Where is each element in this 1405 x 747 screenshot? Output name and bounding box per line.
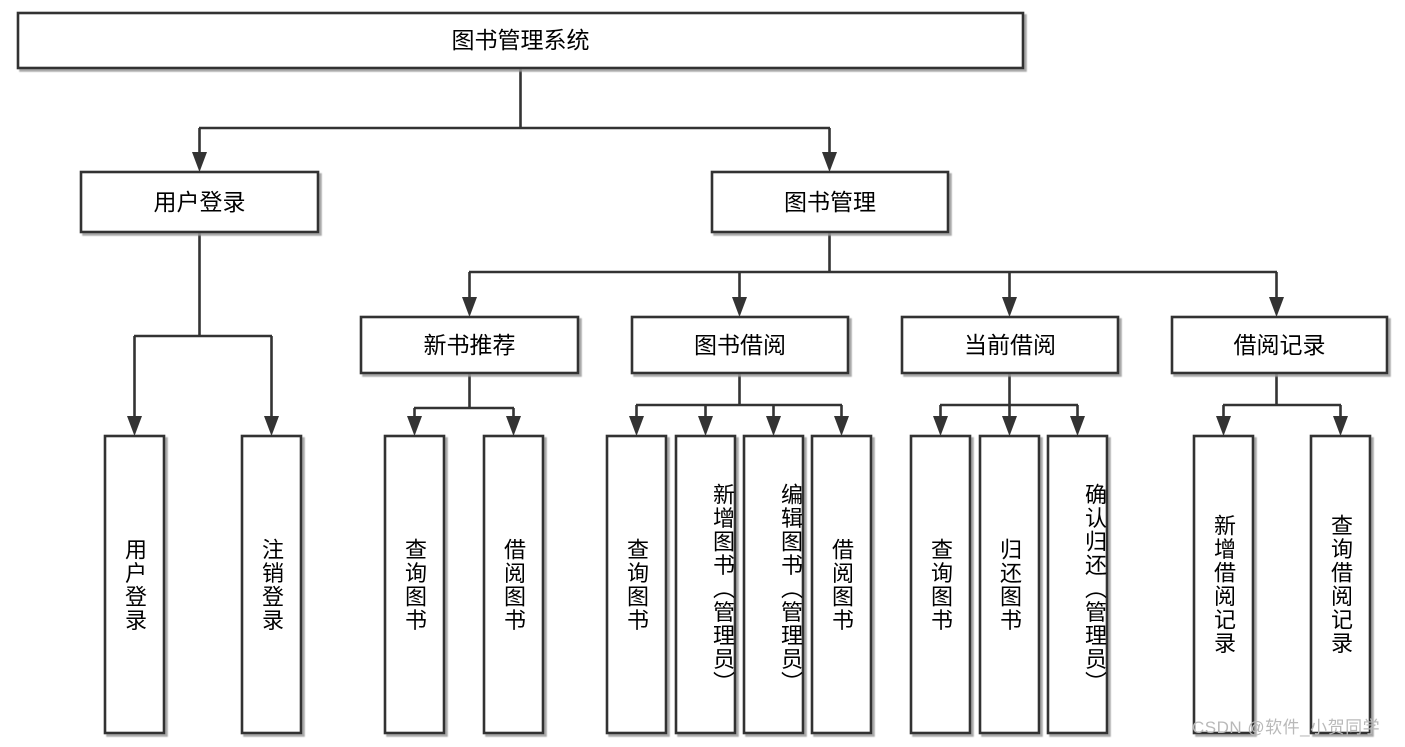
connector-layer (127, 68, 1348, 436)
node-box-root[interactable] (16, 11, 1025, 70)
node-box-book-borrow[interactable] (630, 315, 850, 375)
arrow-head-bb-leaf3 (766, 416, 781, 436)
node-box-borrow-record[interactable] (1170, 315, 1389, 375)
arrow-head-cb-leaf3 (1070, 416, 1085, 436)
leaf-box-current-borrow-2[interactable] (1046, 434, 1109, 735)
arrow-head-cb-leaf1 (933, 416, 948, 436)
leaf-box-user-login-0[interactable] (103, 434, 166, 735)
node-box-user-login[interactable] (79, 170, 320, 234)
node-box-new-book-recommend[interactable] (359, 315, 580, 375)
leaf-box-book-borrow-2[interactable] (742, 434, 805, 735)
leaf-box-new-book-0[interactable] (383, 434, 446, 735)
arrow-head-nb-leaf1 (407, 416, 422, 436)
leaf-box-borrow-record-1[interactable] (1309, 434, 1372, 735)
node-box-layer (16, 11, 1389, 735)
arrow-head-ul-leaf1 (127, 416, 142, 436)
arrow-head-bb-leaf4 (834, 416, 849, 436)
leaf-box-borrow-record-0[interactable] (1192, 434, 1255, 735)
leaf-box-user-login-1[interactable] (240, 434, 303, 735)
arrow-head-newbook (462, 297, 477, 317)
arrow-head-user-login (192, 152, 207, 172)
arrow-head-borrow (732, 297, 747, 317)
arrow-head-record (1269, 297, 1284, 317)
arrow-head-br-leaf1 (1216, 416, 1231, 436)
node-box-current-borrow[interactable] (900, 315, 1120, 375)
leaf-box-book-borrow-0[interactable] (605, 434, 668, 735)
leaf-box-current-borrow-0[interactable] (909, 434, 972, 735)
leaf-box-book-borrow-1[interactable] (674, 434, 737, 735)
arrow-head-cb-leaf2 (1002, 416, 1017, 436)
arrow-head-ul-leaf2 (264, 416, 279, 436)
arrow-head-br-leaf2 (1333, 416, 1348, 436)
leaf-box-current-borrow-1[interactable] (978, 434, 1041, 735)
csdn-watermark: CSDN @软件_小贺同学 (1192, 718, 1381, 737)
arrow-head-bb-leaf1 (629, 416, 644, 436)
leaf-box-new-book-1[interactable] (482, 434, 545, 735)
arrow-head-bb-leaf2 (698, 416, 713, 436)
arrow-head-nb-leaf2 (506, 416, 521, 436)
node-box-book-management[interactable] (710, 170, 950, 234)
leaf-box-book-borrow-3[interactable] (810, 434, 873, 735)
arrow-head-current (1002, 297, 1017, 317)
arrow-head-book-mgmt (822, 152, 837, 172)
